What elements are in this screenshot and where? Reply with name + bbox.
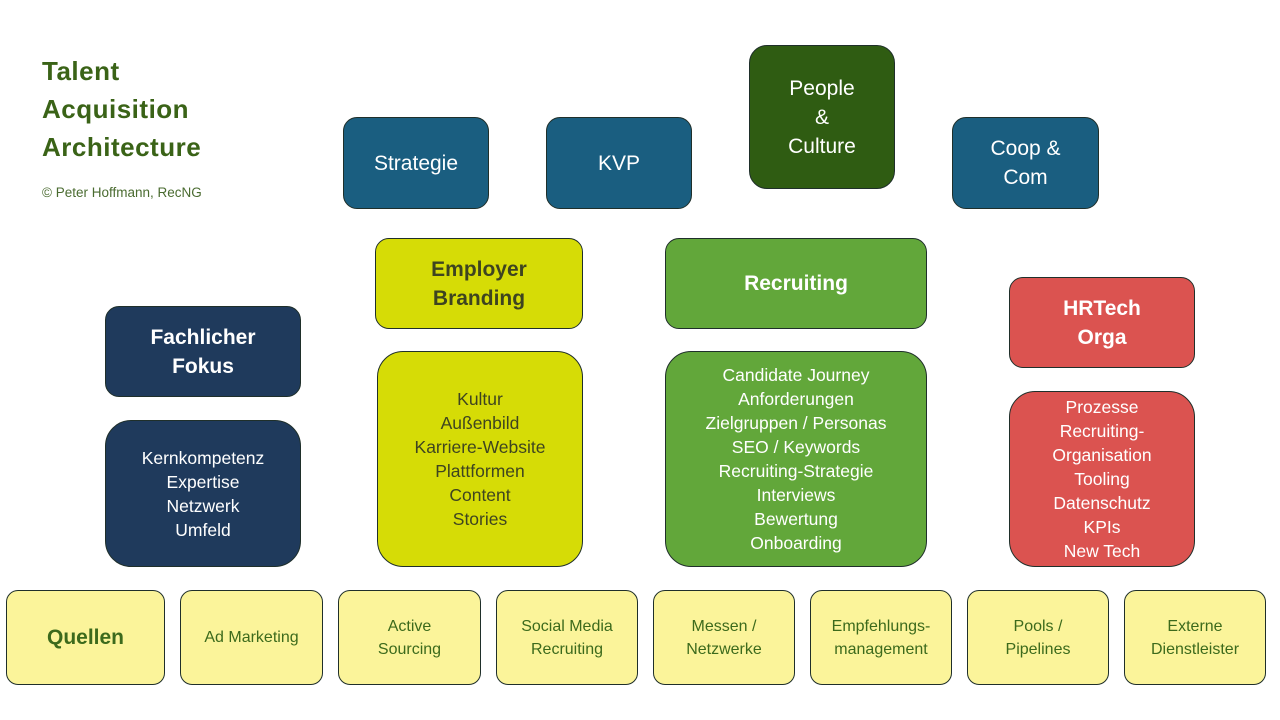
box-label: & <box>814 105 829 129</box>
box-label: HRTech <box>1063 296 1141 320</box>
list-item: Stories <box>452 509 508 529</box>
list-item: Prozesse <box>1065 397 1139 417</box>
list-item: Recruiting- <box>1059 421 1145 441</box>
box-label: Com <box>1003 166 1048 189</box>
strategie-box: Strategie <box>343 117 489 209</box>
box-label: Messen / <box>691 617 757 635</box>
list-item: Expertise <box>166 471 240 492</box>
fachlicher-fokus-header: Fachlicher Fokus <box>105 306 301 397</box>
list-item: Candidate Journey <box>722 365 870 385</box>
list-item: Recruiting-Strategie <box>718 461 874 481</box>
source-messen-netzwerke: Messen / Netzwerke <box>653 590 795 685</box>
box-label: Coop & <box>990 137 1061 160</box>
box-label: Active <box>387 617 432 635</box>
list-item: KPIs <box>1083 517 1121 537</box>
list-item: Content <box>449 485 511 505</box>
box-label: Externe <box>1167 617 1223 635</box>
title-line: Architecture <box>42 132 202 162</box>
hrtech-orga-items: Prozesse Recruiting- Organisation Toolin… <box>1009 391 1195 567</box>
list-item: Interviews <box>756 485 836 505</box>
list-item: Kultur <box>457 389 503 409</box>
people-culture-box: People & Culture <box>749 45 895 189</box>
list-item: Umfeld <box>175 519 231 540</box>
box-label: management <box>834 640 928 658</box>
recruiting-items: Candidate Journey Anforderungen Zielgrup… <box>665 351 927 567</box>
box-label: Fachlicher <box>150 325 256 349</box>
box-label: Fokus <box>172 354 234 378</box>
employer-branding-items: Kultur Außenbild Karriere-Website Plattf… <box>377 351 583 567</box>
box-label: Quellen <box>46 626 125 649</box>
source-social-media-recruiting: Social Media Recruiting <box>496 590 638 685</box>
source-ad-marketing: Ad Marketing <box>180 590 323 685</box>
box-label: Recruiting <box>530 640 604 658</box>
title-line: Talent <box>42 56 120 86</box>
source-quellen: Quellen <box>6 590 165 685</box>
source-externe-dienstleister: Externe Dienstleister <box>1124 590 1266 685</box>
box-label: Culture <box>788 134 856 158</box>
list-item: Organisation <box>1052 445 1152 465</box>
box-label: Ad Marketing <box>204 629 299 646</box>
list-item: Außenbild <box>440 413 520 433</box>
box-label: Sourcing <box>377 640 442 658</box>
list-item: Plattformen <box>435 461 525 481</box>
box-label: KVP <box>597 151 641 175</box>
box-label: Social Media <box>521 617 613 635</box>
fachlicher-fokus-items: Kernkompetenz Expertise Netzwerk Umfeld <box>105 420 301 567</box>
recruiting-header: Recruiting <box>665 238 927 329</box>
title-line: Acquisition <box>42 94 190 124</box>
list-item: Kernkompetenz <box>141 447 265 468</box>
list-item: Bewertung <box>754 509 838 529</box>
list-item: Datenschutz <box>1053 493 1151 513</box>
box-label: Recruiting <box>744 272 848 295</box>
list-item: New Tech <box>1063 541 1141 561</box>
source-active-sourcing: Active Sourcing <box>338 590 481 685</box>
box-label: Branding <box>432 286 526 310</box>
source-empfehlungsmanagement: Empfehlungs- management <box>810 590 952 685</box>
list-item: SEO / Keywords <box>731 437 861 457</box>
list-item: Onboarding <box>750 533 842 553</box>
box-label: Pools / <box>1013 617 1063 635</box>
list-item: Zielgruppen / Personas <box>705 413 887 433</box>
coop-com-box: Coop & Com <box>952 117 1099 209</box>
box-label: Netzwerke <box>686 640 762 658</box>
box-label: Orga <box>1077 325 1127 349</box>
list-item: Netzwerk <box>166 495 240 516</box>
hrtech-orga-header: HRTech Orga <box>1009 277 1195 368</box>
box-label: Strategie <box>373 151 459 175</box>
source-pools-pipelines: Pools / Pipelines <box>967 590 1109 685</box>
kvp-box: KVP <box>546 117 692 209</box>
list-item: Tooling <box>1074 469 1130 489</box>
copyright-note: © Peter Hoffmann, RecNG <box>42 185 202 200</box>
list-item: Anforderungen <box>738 389 854 409</box>
diagram-title: Talent Acquisition Architecture <box>42 52 201 166</box>
box-label: Dienstleister <box>1150 640 1240 658</box>
employer-branding-header: Employer Branding <box>375 238 583 329</box>
list-item: Karriere-Website <box>414 437 546 457</box>
box-label: People <box>789 76 855 100</box>
box-label: Empfehlungs- <box>831 617 931 635</box>
box-label: Pipelines <box>1005 640 1071 658</box>
box-label: Employer <box>431 257 527 281</box>
